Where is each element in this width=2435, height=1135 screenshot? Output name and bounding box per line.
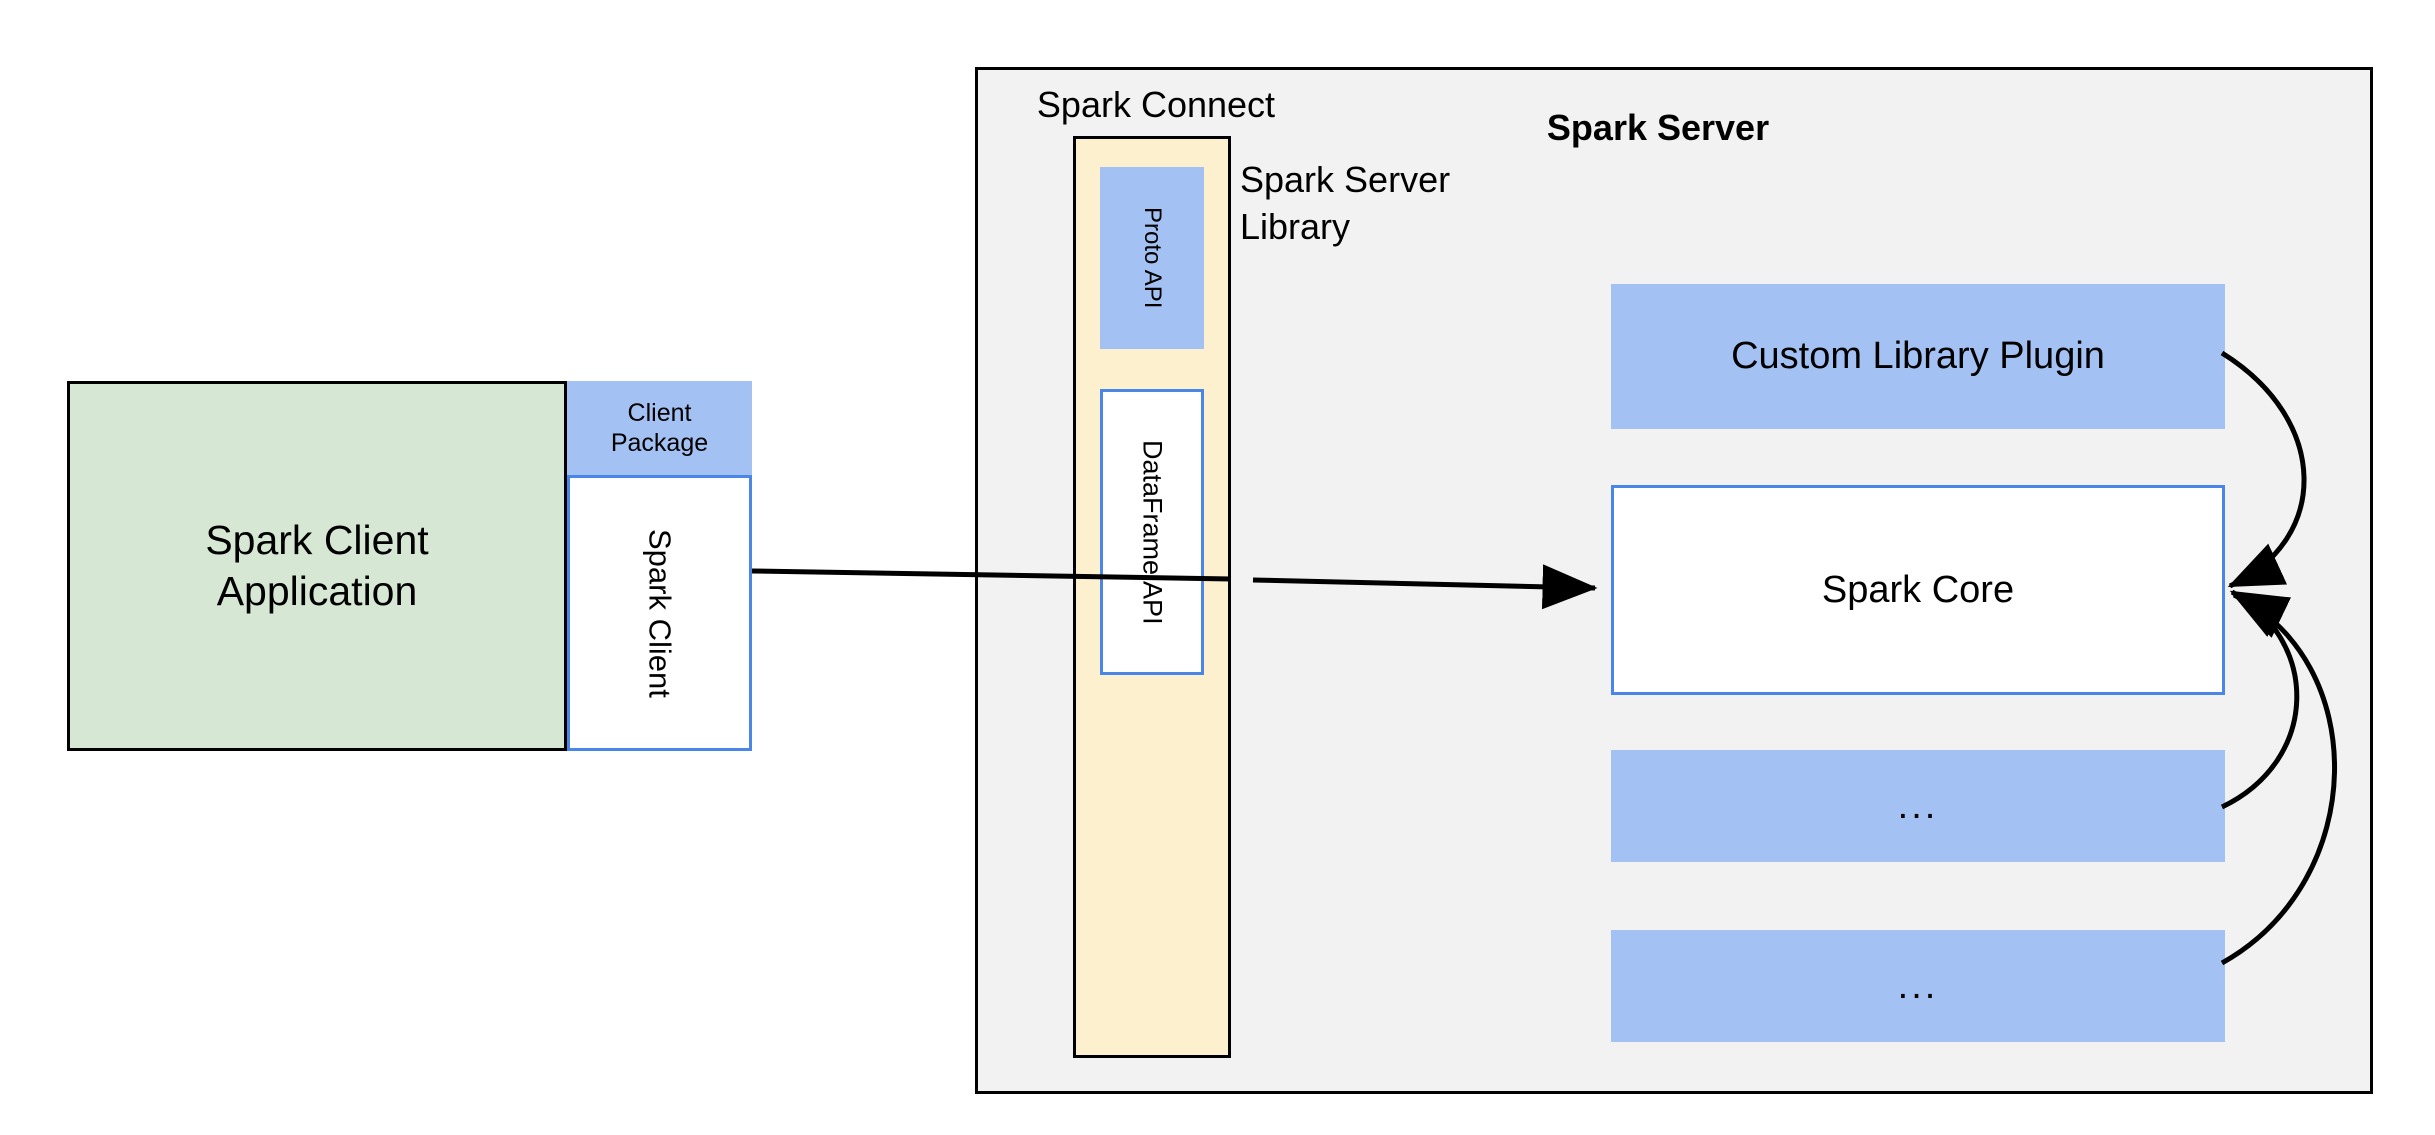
dataframe-api-box: DataFrame API <box>1100 389 1204 675</box>
dataframe-api-label: DataFrame API <box>1137 439 1168 625</box>
spark-server-title: Spark Server <box>1546 107 1770 148</box>
proto-api-label: Proto API <box>1139 207 1166 309</box>
placeholder-label-2: ... <box>1897 964 1939 1007</box>
spark-client-label: Spark Client <box>642 528 678 698</box>
placeholder-box-2: ... <box>1611 930 2225 1042</box>
placeholder-label-1: ... <box>1897 784 1939 827</box>
spark-core-label: Spark Core <box>1821 568 2015 611</box>
spark-client-box: Spark Client <box>567 475 752 751</box>
spark-server-container: Spark ConnectAPI Spark Server Spark Serv… <box>975 67 2373 1094</box>
spark-connect-api-column: Proto API DataFrame API <box>1073 136 1231 1058</box>
custom-library-plugin-label: Custom Library Plugin <box>1731 335 2105 377</box>
spark-core-box: Spark Core <box>1611 485 2225 695</box>
custom-library-plugin-box: Custom Library Plugin <box>1611 284 2225 429</box>
proto-api-box: Proto API <box>1100 167 1204 349</box>
placeholder-box-1: ... <box>1611 750 2225 862</box>
